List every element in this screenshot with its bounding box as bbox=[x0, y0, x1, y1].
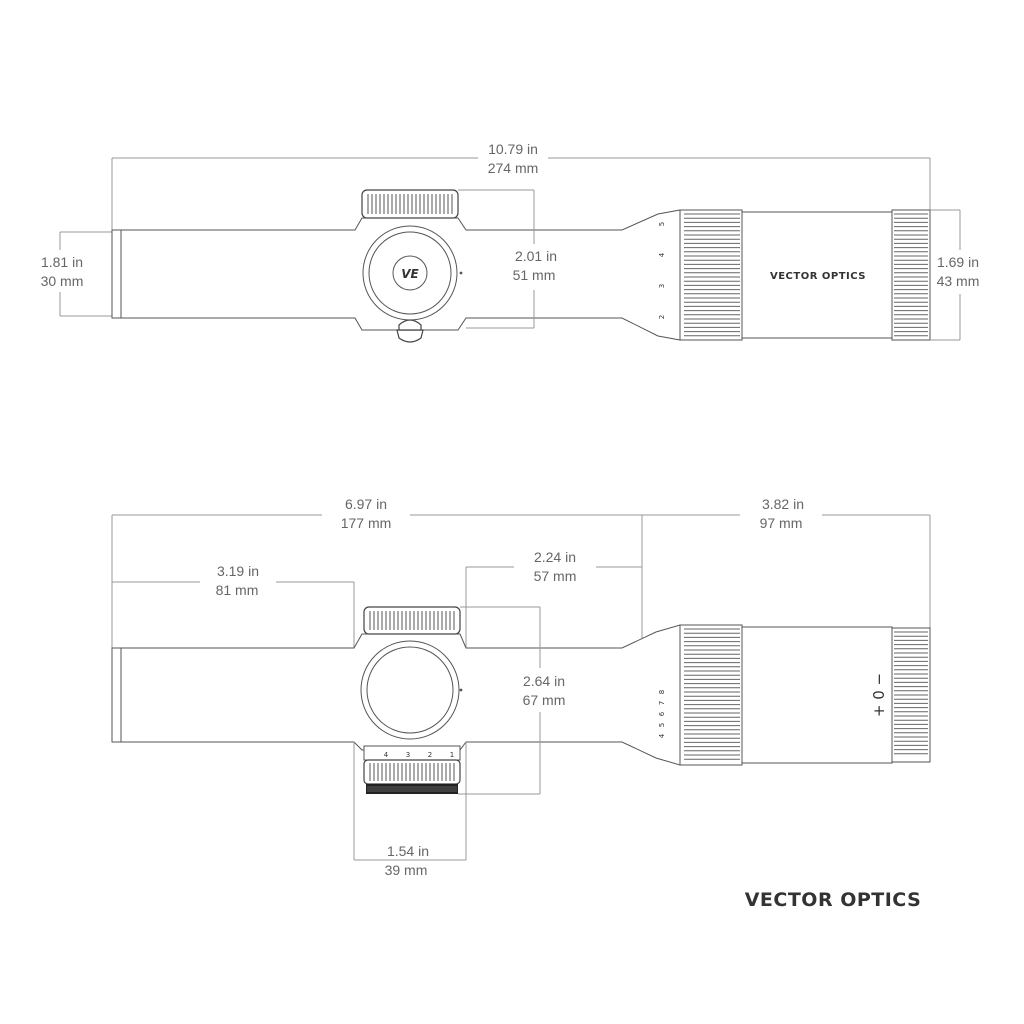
zoom-mark: 8 bbox=[658, 690, 666, 694]
top-length-imperial: 10.79 in bbox=[488, 141, 538, 157]
side-turret-eye-imperial: 2.24 in bbox=[534, 549, 576, 565]
zoom-mark: 4 bbox=[658, 252, 666, 257]
brand-logo: VECTOR OPTICS bbox=[745, 889, 922, 911]
zoom-mark: 4 bbox=[658, 733, 666, 738]
side-front-metric: 177 mm bbox=[341, 515, 392, 531]
side-rear-metric: 97 mm bbox=[760, 515, 803, 531]
side-view: 6.97 in 177 mm 3.82 in 97 mm 3.19 in 81 … bbox=[111, 496, 931, 878]
top-view: 10.79 in 274 mm 1.81 in 30 mm VE 2.01 in… bbox=[41, 141, 980, 343]
side-turret-w-metric: 39 mm bbox=[385, 862, 428, 878]
top-tube-imperial: 1.81 in bbox=[41, 254, 83, 270]
top-turret-imperial: 2.01 in bbox=[515, 248, 557, 264]
top-eyepiece-imperial: 1.69 in bbox=[937, 254, 979, 270]
side-front-imperial: 6.97 in bbox=[345, 496, 387, 512]
svg-text:VE: VE bbox=[401, 267, 419, 281]
turret-mark: 3 bbox=[406, 751, 410, 759]
turret-mark: 4 bbox=[384, 751, 389, 759]
top-tube-metric: 30 mm bbox=[41, 273, 84, 289]
side-turret-h-imperial: 2.64 in bbox=[523, 673, 565, 689]
side-to-turret-metric: 81 mm bbox=[216, 582, 259, 598]
turret-mark: 2 bbox=[428, 751, 432, 759]
side-rear-imperial: 3.82 in bbox=[762, 496, 804, 512]
top-eyepiece-metric: 43 mm bbox=[937, 273, 980, 289]
top-length-metric: 274 mm bbox=[488, 160, 539, 176]
side-turret-w-imperial: 1.54 in bbox=[387, 843, 429, 859]
side-to-turret-imperial: 3.19 in bbox=[217, 563, 259, 579]
scope-label: VECTOR OPTICS bbox=[770, 271, 866, 282]
zoom-mark: 2 bbox=[658, 315, 666, 319]
side-turret-h-metric: 67 mm bbox=[523, 692, 566, 708]
zoom-mark: 5 bbox=[658, 222, 666, 226]
side-turret-eye-metric: 57 mm bbox=[534, 568, 577, 584]
zoom-mark: 5 bbox=[658, 723, 666, 727]
zoom-mark: 7 bbox=[658, 701, 666, 705]
zoom-mark: 3 bbox=[658, 284, 666, 288]
top-turret-metric: 51 mm bbox=[513, 267, 556, 283]
zoom-mark: 6 bbox=[658, 711, 666, 716]
turret-mark: 1 bbox=[450, 751, 454, 759]
diopter-marks: + 0 − bbox=[870, 673, 888, 717]
